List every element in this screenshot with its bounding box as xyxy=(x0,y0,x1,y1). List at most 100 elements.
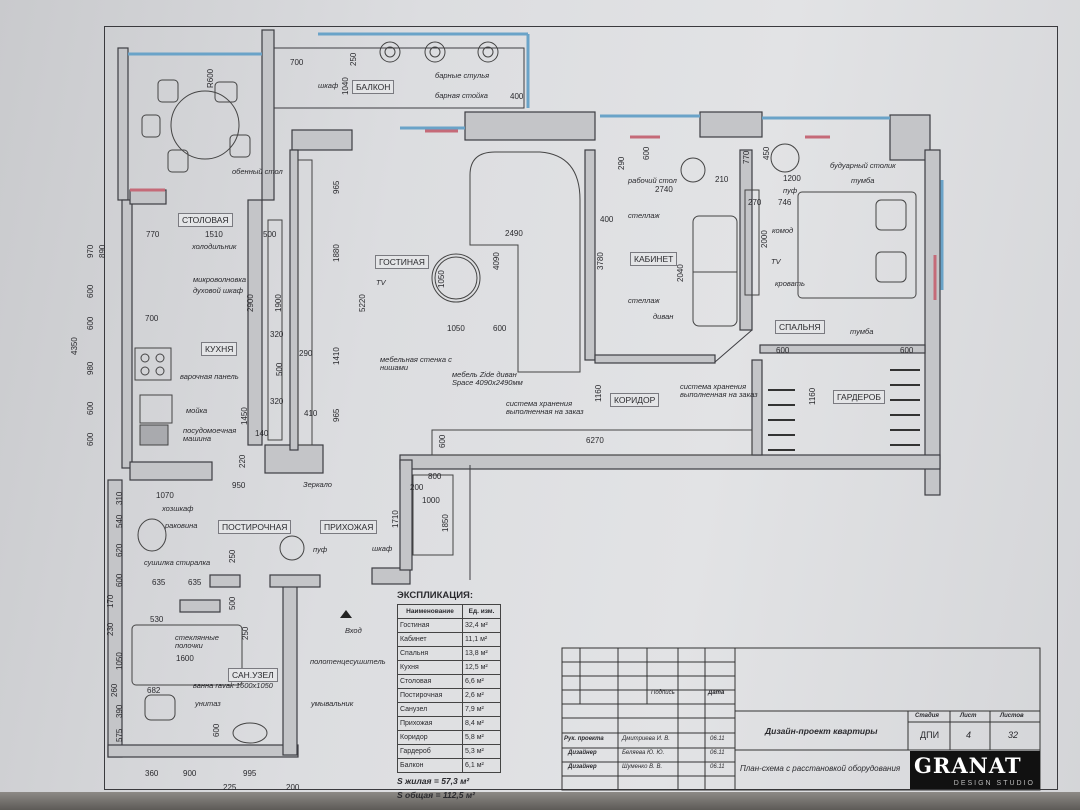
staff-role: Дизайнер xyxy=(568,764,597,770)
furniture-label-bed: кровать xyxy=(775,279,805,288)
explication-title: ЭКСПЛИКАЦИЯ: xyxy=(397,590,474,601)
dimension-label: 2490 xyxy=(505,229,523,238)
dimension-label: 980 xyxy=(86,361,95,375)
furniture-label-washbasin: раковина xyxy=(165,521,198,530)
room-label-corridor: КОРИДОР xyxy=(610,393,660,407)
col-header-unit: Ед. изм. xyxy=(462,604,501,619)
dimension-label: 410 xyxy=(304,409,318,418)
dimension-label: 200 xyxy=(286,783,300,792)
room-name: Санузел xyxy=(396,702,464,717)
dimension-label: 900 xyxy=(183,769,197,778)
col-header-name: Наименование xyxy=(396,604,464,619)
dimension-label: 4090 xyxy=(492,252,501,270)
dimension-label: 2040 xyxy=(676,264,685,282)
dimension-label: 220 xyxy=(238,454,247,468)
dimension-label: 290 xyxy=(617,156,626,170)
dimension-label: 700 xyxy=(145,314,159,323)
room-area: 6,6 м² xyxy=(462,674,501,689)
furniture-label-shelf2: стеллаж xyxy=(628,296,660,305)
furniture-label-dresser: комод xyxy=(772,226,794,235)
dimension-label: 1000 xyxy=(422,496,440,505)
furniture-label-tv-living: TV xyxy=(376,278,386,287)
dimension-label: 1050 xyxy=(447,324,465,333)
project-title: Дизайн-проект квартиры xyxy=(765,726,878,736)
dimension-label: 500 xyxy=(275,362,284,376)
dimension-label: 260 xyxy=(110,683,119,697)
furniture-label-vanity: будуарный столик xyxy=(830,161,896,170)
dimension-label: 3780 xyxy=(596,252,605,270)
dimension-label: 530 xyxy=(150,615,164,624)
dimension-label: 200 xyxy=(410,483,424,492)
furniture-label-nightstand2: тумба xyxy=(850,327,874,336)
staff-date: 06.11 xyxy=(710,750,725,756)
room-label-balcony: БАЛКОН xyxy=(352,80,395,94)
dimension-label: 250 xyxy=(228,549,237,563)
room-area: 8,4 м² xyxy=(462,716,501,731)
dimension-label: 770 xyxy=(742,150,751,164)
dimension-label: 1160 xyxy=(594,384,603,402)
furniture-label-wardrobe-balcony: шкаф xyxy=(318,81,339,90)
storage-systems xyxy=(267,159,753,456)
furniture-label-towel-dryer: полотенцесушитель xyxy=(310,657,386,666)
dimension-label: 1880 xyxy=(332,244,341,262)
dimension-label: 1160 xyxy=(808,387,817,405)
furniture-label-bathtub: ванна ravak 1600х1050 xyxy=(193,681,273,690)
staff-role: Дизайнер xyxy=(568,750,597,756)
stage-value: ДПИ xyxy=(920,730,940,740)
dimension-label: 1710 xyxy=(391,510,400,528)
room-area: 12,5 м² xyxy=(462,660,501,675)
wardrobe-racks xyxy=(768,369,920,451)
dimension-label: 210 xyxy=(715,175,729,184)
room-name: Кухня xyxy=(396,660,464,675)
staff-date: 06.11 xyxy=(710,736,725,742)
dimension-label: 320 xyxy=(270,397,284,406)
dimension-label: 250 xyxy=(241,626,250,640)
dimension-label: 400 xyxy=(510,92,524,101)
room-label-living: ГОСТИНАЯ xyxy=(375,255,429,269)
room-label-wardrobe: ГАРДЕРОБ xyxy=(833,390,885,404)
furniture-label-pouf-hall: пуф xyxy=(313,545,328,554)
stage-label: Стадия xyxy=(915,713,939,719)
furniture-label-dishwasher: посудомоечная машина xyxy=(183,426,237,443)
sheets-label: Листов xyxy=(1000,713,1024,719)
dimension-label: 682 xyxy=(147,686,161,695)
furniture-label-storage1: система хранения выполненная на заказ xyxy=(506,399,584,416)
furniture-drawings xyxy=(131,41,917,744)
dimension-label: 1070 xyxy=(156,491,174,500)
dimension-label: 635 xyxy=(188,578,202,587)
dimension-label: 600 xyxy=(86,284,95,298)
dimension-label: 600 xyxy=(776,346,790,355)
title-block-grid xyxy=(561,647,1041,791)
furniture-label-desk: рабочий стол xyxy=(628,176,677,185)
room-label-hall: ПРИХОЖАЯ xyxy=(320,520,378,534)
furniture-label-bar-counter: барная стойка xyxy=(435,91,488,100)
dimension-label: 4350 xyxy=(70,337,79,355)
logo-subtitle: DESIGN STUDIO xyxy=(953,780,1035,787)
dimension-label: 1200 xyxy=(783,174,801,183)
furniture-label-dryer-washer: сушилка стиралка xyxy=(144,558,211,567)
dimension-label: 450 xyxy=(762,146,771,160)
dimension-label: 360 xyxy=(145,769,159,778)
living-area-total: S жилая = 57,3 м² xyxy=(397,776,470,786)
dimension-label: 1900 xyxy=(274,294,283,312)
sheets-value: 32 xyxy=(1008,730,1019,740)
windows xyxy=(128,32,944,290)
room-area: 5,3 м² xyxy=(462,744,501,759)
dimension-label: 800 xyxy=(428,472,442,481)
entrance-arrow-icon xyxy=(340,610,352,618)
room-name: Спальня xyxy=(396,646,464,661)
sheet-title: План-схема с расстановкой оборудования xyxy=(740,764,901,773)
dimension-label: 500 xyxy=(263,230,277,239)
staff-name: Шуменко В. В. xyxy=(622,764,663,770)
furniture-label-fridge: холодильник xyxy=(192,242,237,251)
dimension-label: 600 xyxy=(86,316,95,330)
furniture-label-sink: мойка xyxy=(186,406,208,415)
dimension-label: 965 xyxy=(332,180,341,194)
room-name: Балкон xyxy=(396,758,464,773)
dimension-label: 746 xyxy=(778,198,792,207)
